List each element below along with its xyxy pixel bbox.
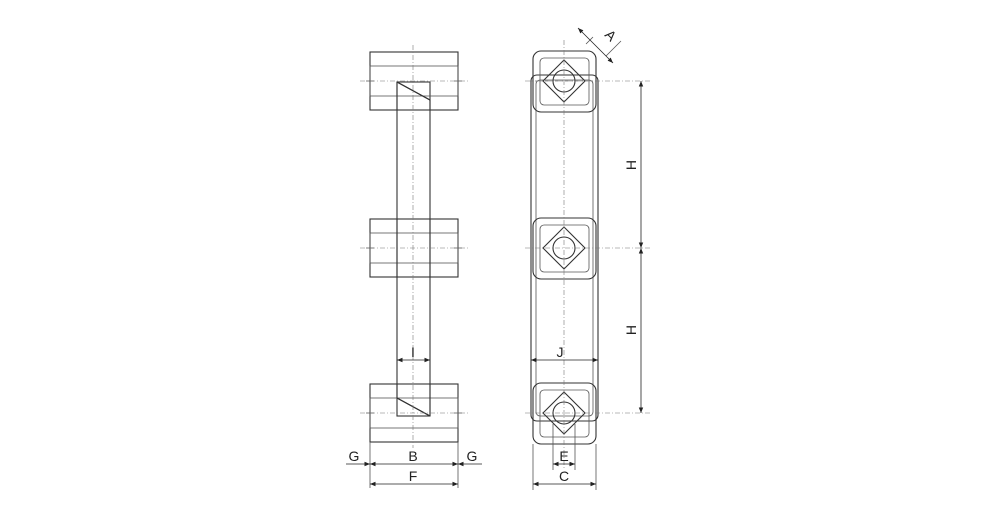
dimension-C: C	[532, 444, 597, 490]
label-C: C	[559, 468, 569, 484]
side-pin-centerlines	[360, 80, 470, 414]
label-G-right: G	[467, 448, 478, 464]
dimension-E: E	[552, 424, 576, 470]
label-J: J	[557, 344, 564, 360]
side-body-bar	[396, 81, 431, 417]
dimension-B-G: G B G	[346, 442, 482, 488]
dimension-H-lower: H	[623, 248, 644, 413]
dimension-I: I	[397, 344, 430, 363]
dimension-A: A	[577, 26, 622, 64]
dimension-J: J	[531, 344, 598, 363]
label-H-upper: H	[623, 160, 639, 170]
side-view	[360, 45, 470, 448]
dimension-F: F	[370, 468, 458, 487]
label-G-left: G	[349, 448, 360, 464]
side-link-bevel	[396, 81, 431, 417]
front-view	[525, 40, 650, 470]
label-F: F	[409, 468, 418, 484]
front-middle-node	[532, 217, 597, 280]
front-pin-centerlines	[525, 80, 650, 414]
label-A: A	[602, 26, 620, 44]
front-top-node	[530, 50, 600, 113]
dimension-H-upper: H	[623, 81, 644, 248]
label-E: E	[559, 448, 568, 464]
label-B: B	[408, 448, 417, 464]
front-bottom-node	[532, 382, 597, 445]
label-H-lower: H	[623, 325, 639, 335]
label-I: I	[411, 344, 415, 360]
